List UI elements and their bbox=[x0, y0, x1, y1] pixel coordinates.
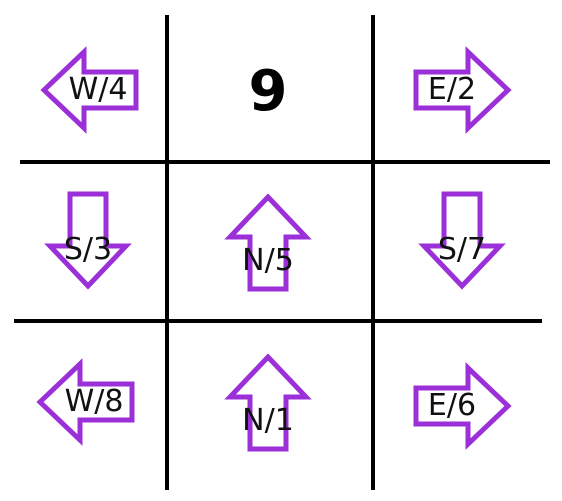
center-number: 9 bbox=[248, 59, 288, 124]
grid-line-vertical-left bbox=[165, 15, 169, 490]
cell-label-middle-right: S/7 bbox=[437, 232, 487, 267]
arrow-shape bbox=[224, 353, 312, 452]
cell-label-top-left: W/4 bbox=[68, 72, 128, 107]
arrow-shape bbox=[44, 191, 132, 290]
cell-label-middle-left: S/3 bbox=[63, 232, 113, 267]
arrow-shape bbox=[224, 193, 312, 292]
arrow-middle-right-s-icon bbox=[418, 191, 506, 290]
arrow-shape bbox=[418, 191, 506, 290]
arrow-shape bbox=[40, 46, 139, 134]
arrow-shape bbox=[413, 362, 512, 450]
cell-label-bottom-center: N/1 bbox=[242, 403, 294, 438]
arrow-shape bbox=[36, 358, 135, 446]
grid-line-horizontal-bottom bbox=[14, 319, 542, 323]
arrow-bottom-left-w-icon bbox=[36, 358, 135, 446]
cell-label-middle-center: N/5 bbox=[242, 243, 294, 278]
grid-line-horizontal-top bbox=[20, 160, 550, 164]
arrow-middle-center-n-icon bbox=[224, 193, 312, 292]
cell-label-bottom-right: E/6 bbox=[427, 388, 477, 423]
cell-label-top-right: E/2 bbox=[427, 72, 477, 107]
cell-label-bottom-left: W/8 bbox=[64, 384, 124, 419]
grid-line-vertical-right bbox=[371, 15, 375, 490]
arrow-bottom-right-e-icon bbox=[413, 362, 512, 450]
arrow-top-left-w-icon bbox=[40, 46, 139, 134]
arrow-top-right-e-icon bbox=[413, 46, 512, 134]
arrow-middle-left-s-icon bbox=[44, 191, 132, 290]
arrow-bottom-center-n-icon bbox=[224, 353, 312, 452]
arrow-shape bbox=[413, 46, 512, 134]
